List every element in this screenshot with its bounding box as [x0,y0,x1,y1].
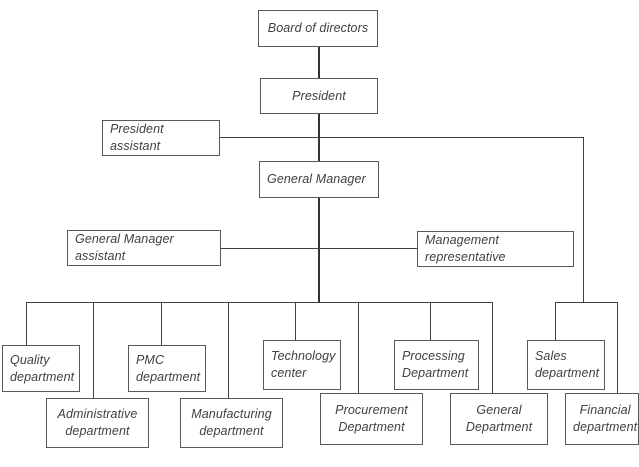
node-pmc-department[interactable]: PMC department [128,345,206,392]
node-president-assistant[interactable]: President assistant [102,120,220,156]
node-label-processing-department: Processing Department [402,349,469,380]
node-manufacturing-department[interactable]: Manufacturing department [180,398,283,448]
node-general-department[interactable]: General Department [450,393,548,445]
drop-sales-department [555,302,556,340]
node-label-administrative-department: Administrative department [57,407,138,438]
node-label-board-of-directors: Board of directors [267,21,369,36]
node-label-general-manager-assistant: General Manager assistant [75,232,174,263]
node-general-manager-assistant[interactable]: General Manager assistant [67,230,221,266]
connector-president-assistant-vertical [583,137,584,302]
node-label-management-representative: Management representative [425,233,506,264]
drop-manufacturing-department [228,302,229,398]
node-label-quality-department: Quality department [10,352,75,384]
drop-technology-center [295,302,296,340]
department-bus-right [555,302,617,303]
department-bus-left [26,302,493,303]
node-label-procurement-department: Procurement Department [335,403,408,434]
drop-financial-department [617,302,618,393]
node-president[interactable]: President [260,78,378,114]
node-management-representative[interactable]: Management representative [417,231,574,267]
node-label-president: President [292,88,346,103]
node-label-president-assistant: President assistant [110,122,164,153]
node-technology-center[interactable]: Technology center [263,340,341,390]
node-financial-department[interactable]: Financial department [565,393,639,445]
node-label-technology-center: Technology center [271,349,336,380]
node-procurement-department[interactable]: Procurement Department [320,393,423,445]
node-sales-department[interactable]: Sales department [527,340,605,390]
drop-pmc-department [161,302,162,345]
drop-processing-department [430,302,431,340]
node-label-financial-department: Financial department [573,403,638,434]
drop-general-department [492,302,493,393]
node-label-general-manager: General Manager [267,172,366,187]
connector-president-assistant-horizontal [220,137,584,138]
connector-management-representative [318,248,417,249]
node-label-general-department: General Department [465,403,533,434]
connector-general-manager-trunk [318,198,320,303]
drop-quality-department [26,302,27,345]
node-board-of-directors[interactable]: Board of directors [258,10,378,47]
connector-general-manager-assistant [221,248,319,249]
node-administrative-department[interactable]: Administrative department [46,398,149,448]
node-processing-department[interactable]: Processing Department [394,340,479,390]
drop-administrative-department [93,302,94,398]
node-quality-department[interactable]: Quality department [2,345,80,392]
connector-board-to-president [318,47,320,78]
drop-procurement-department [358,302,359,393]
node-label-pmc-department: PMC department [136,352,201,384]
node-label-sales-department: Sales department [535,349,600,380]
node-label-manufacturing-department: Manufacturing department [191,407,272,438]
node-general-manager[interactable]: General Manager [259,161,379,198]
